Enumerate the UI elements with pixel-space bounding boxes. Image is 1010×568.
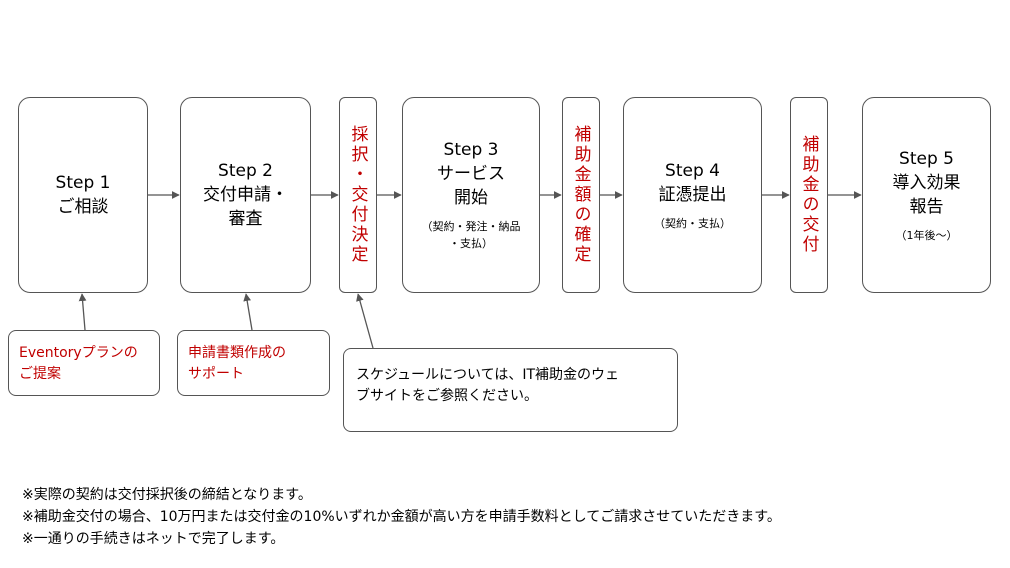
step-4-title: Step 4 証憑提出 [658, 160, 727, 205]
arrow-note2-to-step2 [243, 293, 253, 331]
step-5-box: Step 5 導入効果 報告 （1年後〜） [862, 97, 991, 293]
step-5-title: Step 5 導入効果 報告 [892, 148, 961, 217]
footer-note-3: ※一通りの手続きはネットで完了します。 [22, 531, 285, 547]
step-3-title: Step 3 サービス 開始 [437, 140, 505, 208]
step-5-note: （1年後〜） [895, 228, 958, 242]
footer-note-2: ※補助金交付の場合、10万円または交付金の10%いずれか金額が高い方を申請手数料… [22, 509, 781, 525]
milestone-amount-label: 補助金額の確定 [570, 125, 591, 265]
note-application-support: 申請書類作成の サポート [177, 330, 330, 396]
milestone-approval-label: 採択・交付決定 [347, 125, 368, 265]
milestone-amount-box: 補助金額の確定 [562, 97, 600, 293]
footer-note-1: ※実際の契約は交付採択後の締結となります。 [22, 487, 312, 503]
note-schedule: スケジュールについては、IT補助金のウェ ブサイトをご参照ください。 [343, 348, 678, 432]
milestone-approval-box: 採択・交付決定 [339, 97, 377, 293]
milestone-payment-box: 補助金の交付 [790, 97, 828, 293]
step-1-box: Step 1 ご相談 [18, 97, 148, 293]
step-4-note: （契約・支払） [654, 216, 731, 230]
step-1-title: Step 1 ご相談 [55, 173, 111, 217]
milestone-payment-label: 補助金の交付 [798, 135, 819, 255]
step-2-title: Step 2 交付申請・ 審査 [203, 161, 288, 229]
note-proposal: Eventoryプランの ご提案 [8, 330, 160, 396]
arrow-note1-to-step1 [78, 293, 87, 331]
step-2-box: Step 2 交付申請・ 審査 [180, 97, 311, 293]
footer-notes: ※実際の契約は交付採択後の締結となります。 ※補助金交付の場合、10万円または交… [22, 484, 781, 550]
step-4-box: Step 4 証憑提出 （契約・支払） [623, 97, 762, 293]
step-3-note: （契約・発注・納品 ・支払） [421, 220, 521, 250]
step-3-box: Step 3 サービス 開始 （契約・発注・納品 ・支払） [402, 97, 540, 293]
arrow-note3-to-milestone1 [356, 293, 374, 349]
